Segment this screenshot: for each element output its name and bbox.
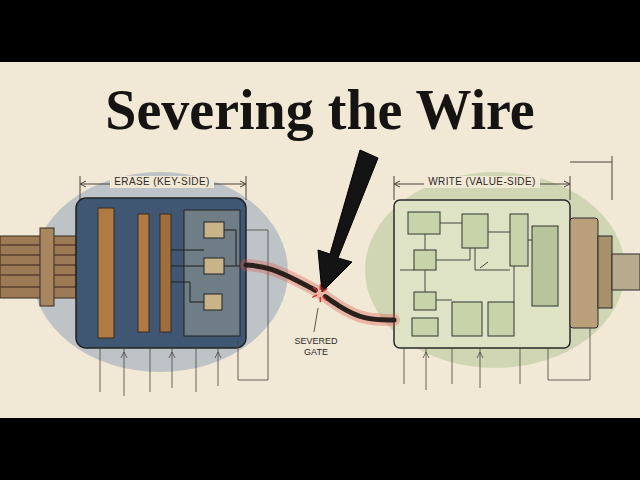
spark xyxy=(323,288,327,291)
leader-line xyxy=(314,308,318,332)
dimension-label: ERASE (KEY-SIDE) xyxy=(110,176,214,188)
device-module: WRITE (VALUE-SIDE) xyxy=(394,176,570,358)
spark xyxy=(323,296,327,300)
parchment xyxy=(0,62,640,418)
green-wash xyxy=(365,172,625,368)
pointer-arrow xyxy=(318,150,378,292)
callout-label: SEVERED GATE xyxy=(290,336,342,358)
severed-wire xyxy=(246,265,394,320)
device-module: ERASE (KEY-SIDE) xyxy=(78,176,246,366)
write-device xyxy=(394,200,640,390)
dimension-lines xyxy=(80,156,612,200)
spark xyxy=(312,295,317,297)
title: Severing the Wire xyxy=(0,80,640,140)
wire-glow xyxy=(246,265,394,320)
spark xyxy=(313,287,317,291)
dimension-label: WRITE (VALUE-SIDE) xyxy=(424,176,540,188)
spark xyxy=(320,297,321,302)
spark xyxy=(320,284,321,289)
erase-device xyxy=(0,198,268,396)
